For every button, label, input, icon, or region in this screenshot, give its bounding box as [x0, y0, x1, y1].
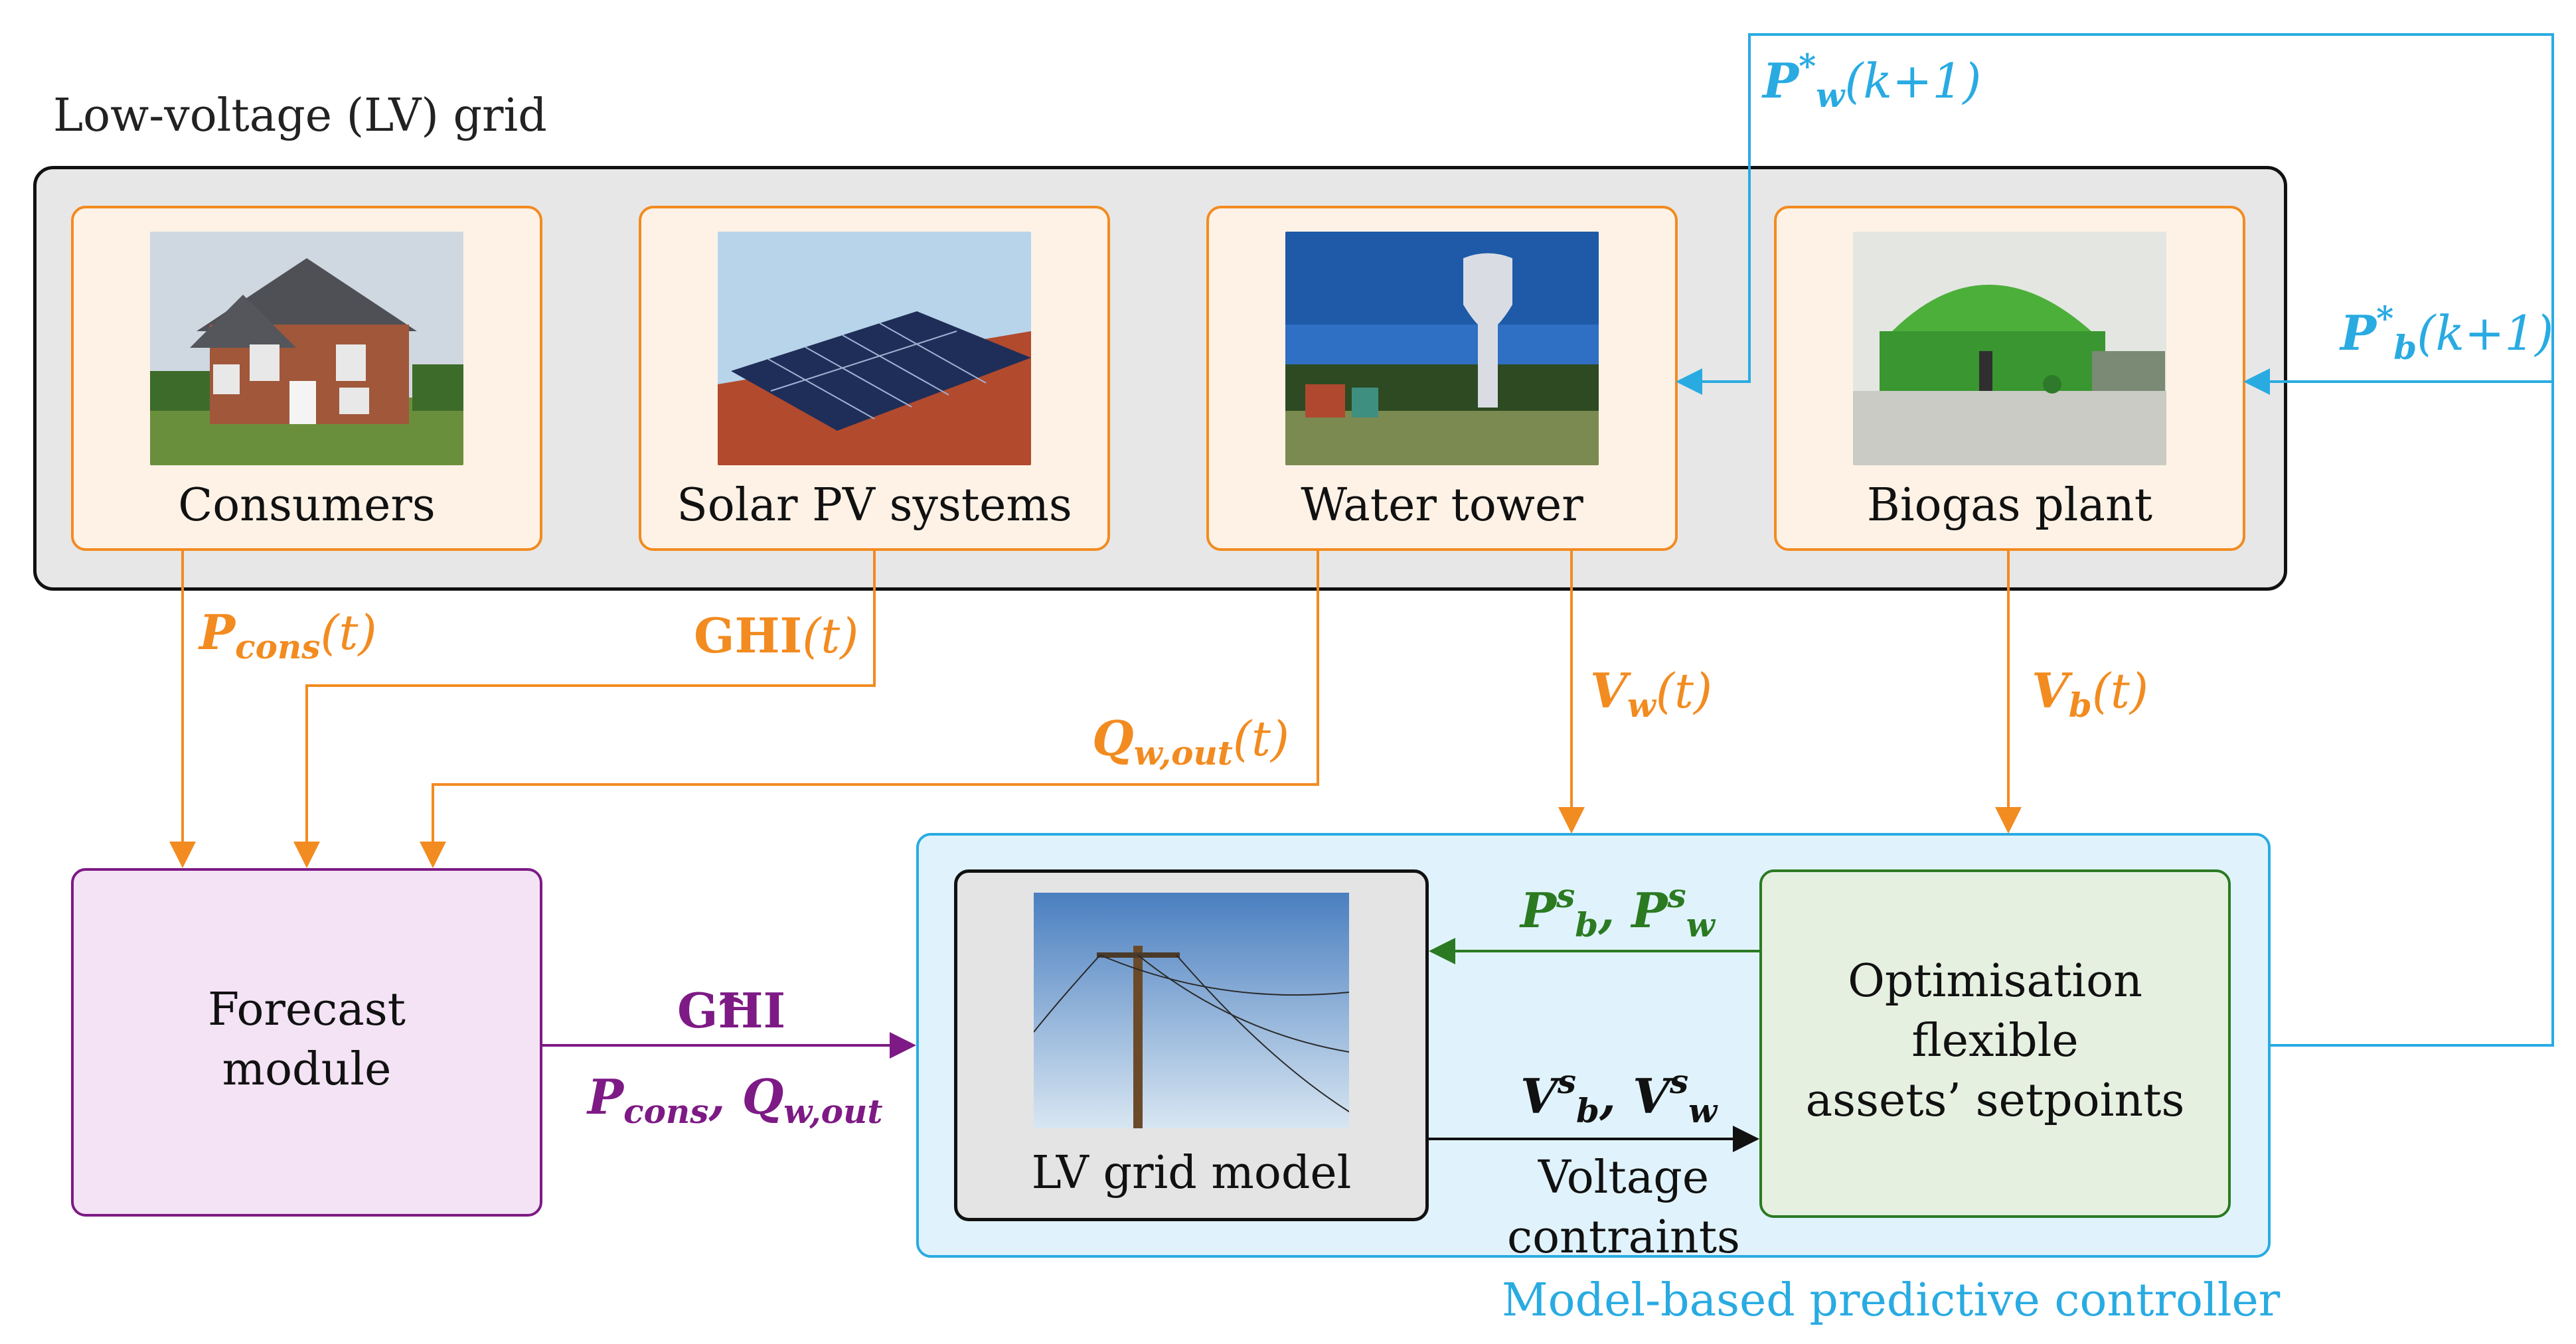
optimisation-line3: assets’ setpoints — [1805, 1075, 2185, 1127]
solar-panel-image — [718, 232, 1031, 465]
optimisation-box: Optimisation flexible assets’ setpoints — [1759, 869, 2231, 1218]
mpc-title: Model-based predictive controller — [1502, 1274, 2281, 1327]
optimisation-line1: Optimisation — [1848, 955, 2142, 1008]
arrow-q-w-out — [420, 551, 1319, 868]
lv-grid-model-label: LV grid model — [1031, 1147, 1352, 1199]
arrow-ghi — [293, 551, 876, 868]
forecast-label-line2: module — [222, 1043, 392, 1096]
label-voltage-constraints: Voltage contraints — [1507, 1152, 1740, 1264]
label-ghi-hat: ⌢ GHI — [677, 974, 786, 1039]
label-q-w-out: Qw,out(t) — [1092, 710, 1290, 773]
label-voltages: Vsb, Vsw — [1520, 1062, 1718, 1130]
solar-pv-box: Solar PV systems — [639, 206, 1110, 551]
label-setpoints: Psb, Psw — [1520, 876, 1715, 944]
biogas-plant-image — [1853, 232, 2166, 465]
water-tower-label: Water tower — [1301, 479, 1583, 532]
power-line-image — [1034, 893, 1349, 1128]
biogas-plant-label: Biogas plant — [1866, 479, 2153, 532]
label-forecast-out: Pcons, Qw,out — [588, 1069, 883, 1131]
water-tower-image — [1285, 232, 1599, 465]
hat-mark: ⌢ — [718, 974, 745, 1021]
forecast-label-line1: Forecast — [208, 984, 406, 1036]
label-p-b-star: P*b(k+1) — [2340, 299, 2554, 367]
forecast-module-box: Forecast module — [71, 868, 542, 1217]
label-p-cons: Pcons(t) — [199, 604, 377, 666]
consumers-label: Consumers — [178, 479, 436, 532]
water-tower-box: Water tower — [1206, 206, 1678, 551]
label-ghi: GHI(t) — [694, 607, 859, 664]
house-image — [150, 232, 463, 465]
optimisation-line2: flexible — [1911, 1015, 2079, 1067]
biogas-plant-box: Biogas plant — [1774, 206, 2245, 551]
lv-grid-model-box: LV grid model — [954, 869, 1429, 1221]
label-p-w-star: P*w(k+1) — [1763, 46, 1982, 115]
label-v-w: Vw(t) — [1590, 662, 1713, 725]
solar-pv-label: Solar PV systems — [677, 479, 1072, 532]
label-v-b: Vb(t) — [2032, 662, 2148, 725]
consumers-box: Consumers — [71, 206, 542, 551]
arrow-p-w-star — [1676, 33, 2554, 1047]
lv-grid-title: Low-voltage (LV) grid — [53, 90, 547, 142]
